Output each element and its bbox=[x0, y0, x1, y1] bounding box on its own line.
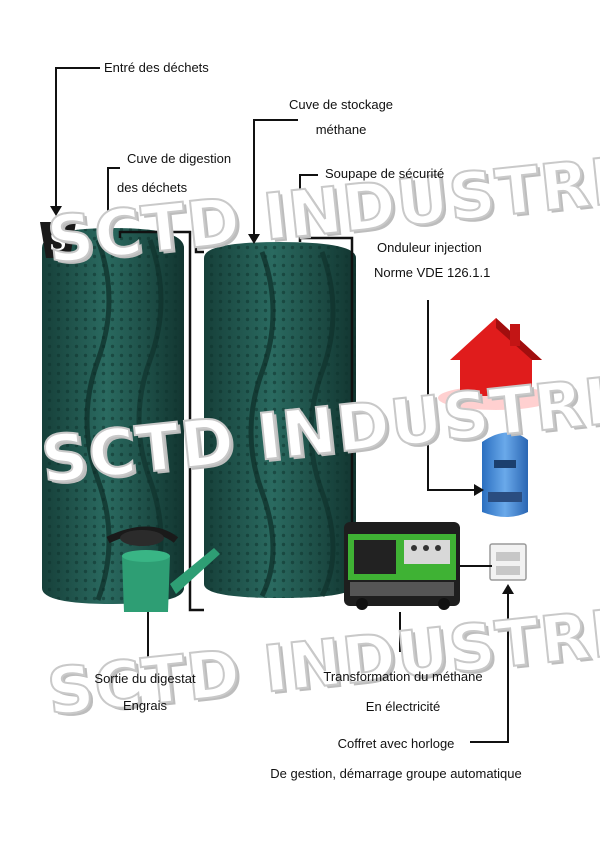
pipe-storage-to-generator bbox=[298, 236, 354, 530]
generator-icon bbox=[344, 522, 460, 610]
inverter-icon bbox=[482, 432, 528, 517]
label-transformation-line1: Transformation du méthane bbox=[323, 669, 483, 684]
label-coffret-line2: De gestion, démarrage groupe automatique bbox=[270, 766, 522, 781]
pipes bbox=[118, 230, 354, 612]
label-onduleur-line2: Norme VDE 126.1.1 bbox=[374, 265, 491, 280]
house-icon bbox=[438, 318, 554, 410]
methane-storage-tank bbox=[204, 242, 356, 598]
label-sortie-digestat-line1: Sortie du digestat bbox=[94, 671, 196, 686]
label-onduleur-line1: Onduleur injection bbox=[377, 240, 482, 255]
arrowheads bbox=[50, 206, 514, 668]
label-cuve-digestion-line2: des déchets bbox=[117, 180, 188, 195]
leader-lines bbox=[55, 67, 509, 743]
label-entree-dechets: Entré des déchets bbox=[104, 60, 209, 75]
control-box-icon bbox=[489, 543, 527, 581]
label-cuve-stockage-line2: méthane bbox=[315, 122, 367, 137]
digestion-tank bbox=[42, 228, 184, 604]
pipe-digestion-to-storage bbox=[118, 230, 204, 612]
label-cuve-digestion-line1: Cuve de digestion bbox=[127, 151, 232, 166]
label-transformation-line2: En électricité bbox=[365, 699, 441, 714]
watering-can-icon bbox=[106, 526, 220, 612]
label-coffret-line1: Coffret avec horloge bbox=[337, 736, 455, 751]
label-cuve-stockage-line1: Cuve de stockage bbox=[288, 97, 394, 112]
logo-letter: S bbox=[50, 224, 67, 257]
label-soupape-securite: Soupape de sécurité bbox=[325, 166, 445, 181]
label-sortie-digestat-line2: Engrais bbox=[122, 698, 168, 713]
inlet-logo: S bbox=[40, 222, 76, 258]
